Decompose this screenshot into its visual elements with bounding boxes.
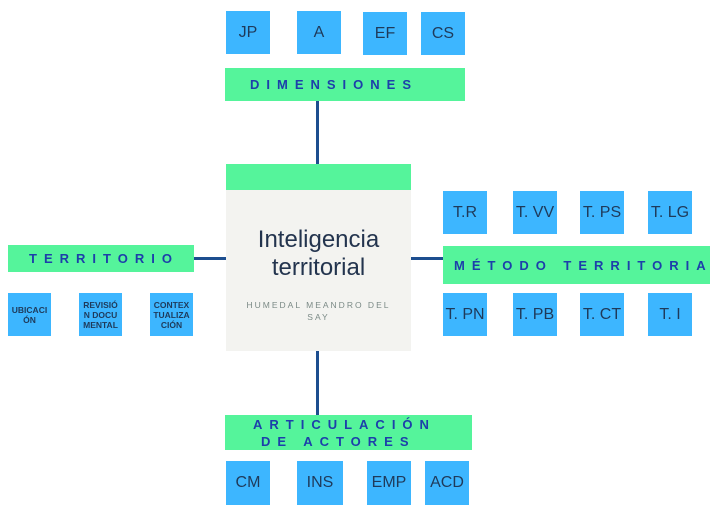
territorio-box-contextualizacion: CONTEXTUALIZACIÓN (150, 293, 193, 336)
dimension-box-cs: CS (421, 12, 465, 55)
metodo-box-tct: T. CT (580, 293, 624, 336)
territorio-label-band: TERRITORIO (8, 245, 194, 272)
center-header-band (226, 164, 411, 190)
center-title-line2: territorial (271, 254, 366, 281)
metodo-box-tlg: T. LG (648, 191, 692, 234)
dimensiones-label: DIMENSIONES (250, 77, 419, 92)
metodo-box-tpn: T. PN (443, 293, 487, 336)
articulacion-label-line2: DE ACTORES (261, 433, 416, 449)
actor-box-acd: ACD (425, 461, 469, 505)
dimension-box-jp: JP (226, 11, 270, 54)
center-title-line1: Inteligencia (257, 226, 380, 253)
connector-bottom (316, 339, 319, 415)
metodo-box-tpb: T. PB (513, 293, 557, 336)
articulacion-label-band: ARTICULACIÓN DE ACTORES (225, 415, 472, 450)
territorio-box-revision-documental: REVISIÓN DOCUMENTAL (79, 293, 122, 336)
actor-box-ins: INS (297, 461, 343, 505)
connector-left (194, 257, 226, 260)
dimension-box-a: A (297, 11, 341, 54)
territorio-box-ubicacion: UBICACIÓN (8, 293, 51, 336)
dimension-box-ef: EF (363, 12, 407, 55)
articulacion-label-line1: ARTICULACIÓN (253, 416, 436, 432)
metodo-box-ti: T. I (648, 293, 692, 336)
metodo-box-tvv: T. VV (513, 191, 557, 234)
territorio-label: TERRITORIO (29, 251, 179, 266)
metodo-label: MÉTODO TERRITORIAL (454, 257, 710, 273)
actor-box-emp: EMP (367, 461, 411, 505)
center-title: Inteligencia territorial (226, 226, 411, 282)
metodo-box-tps: T. PS (580, 191, 624, 234)
connector-top (316, 101, 319, 164)
center-node (226, 190, 411, 351)
connector-right (411, 257, 443, 260)
center-subtitle: HUMEDAL MEANDRO DEL SAY (246, 300, 391, 322)
dimensiones-label-band: DIMENSIONES (225, 68, 465, 101)
metodo-label-band: MÉTODO TERRITORIAL (443, 246, 710, 284)
metodo-box-tr: T.R (443, 191, 487, 234)
actor-box-cm: CM (226, 461, 270, 505)
